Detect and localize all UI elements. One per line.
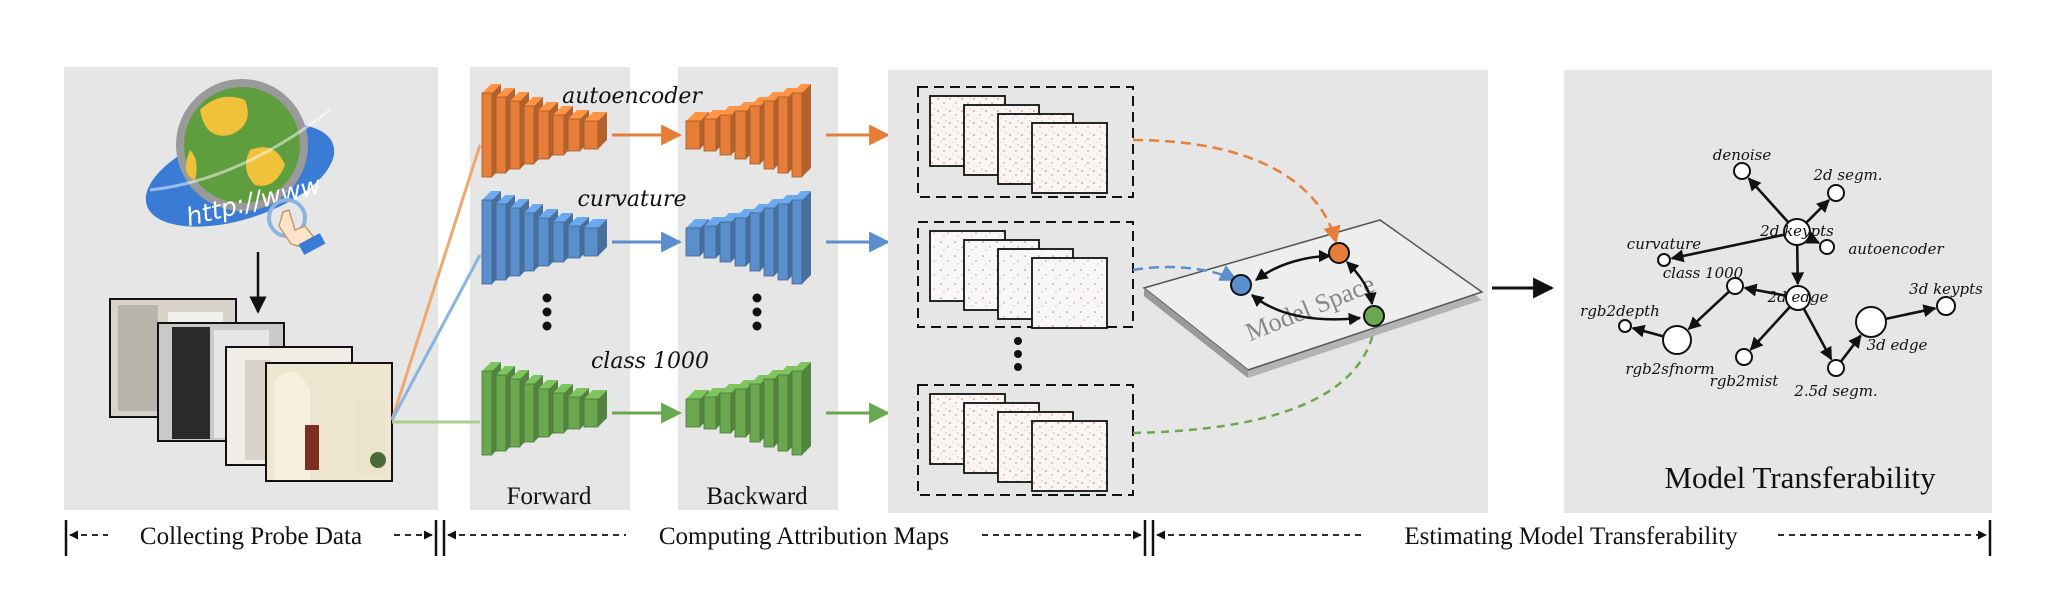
task-label-autoencoder: autoencoder [562, 84, 703, 109]
graph-node [1785, 285, 1811, 311]
transfer-edge [1687, 290, 1731, 331]
decoder-curvature [685, 191, 811, 285]
transferability-graph: denoise 2d segm. 2d keypts curvature autoenc… [1580, 146, 1983, 400]
stage-label-probe: Collecting Probe Data [140, 523, 362, 550]
graph-node [1733, 162, 1751, 180]
decoder-autoencoder [685, 84, 811, 178]
transfer-edge [1670, 233, 1785, 263]
vertical-ellipsis [752, 293, 762, 331]
relation-arrow [1346, 261, 1377, 306]
stage-label-attribution: Computing Attribution Maps [659, 523, 949, 550]
attribution-map-group [917, 86, 1134, 198]
graph-node-label: denoise [1713, 146, 1772, 164]
networks [481, 84, 811, 456]
graph-node [1735, 348, 1753, 366]
encoder-autoencoder [481, 84, 607, 178]
graph-node-label: 3d keypts [1909, 280, 1983, 298]
attribution-map-group [917, 221, 1134, 329]
stage-label-transferability: Estimating Model Transferability [1404, 523, 1738, 550]
relation-arrow [1254, 249, 1332, 282]
graph-node-label: curvature [1627, 235, 1702, 253]
transfer-edge [1631, 324, 1664, 338]
graph-node-label: 2d segm. [1812, 166, 1882, 184]
stage-brackets: Collecting Probe Data Computing Attribut… [64, 520, 1992, 556]
model-node-blue [1230, 274, 1252, 296]
task-label-curvature: curvature [577, 187, 686, 212]
encoder-curvature [481, 191, 607, 285]
graph-node [1936, 296, 1956, 316]
probe-image-stack [109, 298, 393, 482]
graph-node-label: 3d edge [1867, 336, 1928, 354]
graph-node [1819, 239, 1835, 255]
pointing-hand-icon [267, 198, 326, 255]
input-line-blue [390, 254, 482, 421]
graph-node-label: 2d edge [1767, 288, 1829, 306]
graph-node-label: rgb2mist [1710, 372, 1780, 390]
graph-node [1726, 277, 1744, 295]
backward-label: Backward [706, 483, 808, 510]
forward-label: Forward [507, 483, 592, 510]
probe-panel: http://www [64, 67, 438, 510]
transfer-edge [1802, 307, 1833, 361]
transferability-title: Model Transferability [1664, 460, 1936, 495]
attribution-map [1031, 420, 1108, 492]
decoder-class1000 [685, 362, 811, 456]
transfer-edge [1805, 231, 1821, 245]
globe-www-icon: http://www [145, 79, 335, 255]
graph-node [1618, 319, 1632, 333]
vertical-ellipsis [1014, 337, 1022, 371]
graph-node-label: autoencoder [1848, 240, 1944, 258]
dashed-link-blue [1132, 265, 1238, 282]
graph-node [1855, 306, 1887, 338]
transferability-panel [1564, 70, 1992, 513]
probe-image [265, 362, 393, 482]
model-node-orange [1328, 242, 1350, 264]
graph-node-label: rgb2depth [1580, 302, 1660, 320]
graph-node-label: class 1000 [1663, 264, 1744, 282]
transfer-edge [1791, 244, 1805, 286]
encoder-class1000 [481, 362, 607, 456]
graph-node [1827, 359, 1845, 377]
transfer-edge [1747, 177, 1790, 224]
transfer-edge [1749, 305, 1791, 351]
attribution-map [1031, 122, 1108, 194]
attribution-map-group [917, 384, 1134, 496]
graph-node [1827, 184, 1845, 202]
graph-node-label: 2.5d segm. [1793, 382, 1877, 400]
transfer-edge [1839, 334, 1862, 363]
transfer-edge [1805, 199, 1830, 224]
graph-node [1657, 253, 1671, 267]
vertical-ellipsis [542, 293, 552, 331]
transfer-edge [1885, 304, 1937, 321]
attribution-maps [917, 86, 1134, 496]
task-label-class1000: class 1000 [591, 349, 709, 374]
graph-node [1662, 325, 1692, 355]
transfer-edge [1743, 283, 1787, 298]
model-node-green [1363, 305, 1385, 327]
graph-node-label: rgb2sfnorm [1625, 360, 1714, 378]
attribution-map [1031, 257, 1108, 329]
graph-node [1783, 218, 1811, 246]
relation-arrow [1251, 294, 1362, 326]
dashed-link-green [1132, 329, 1376, 435]
graph-node-label: 2d keypts [1759, 222, 1834, 240]
input-line-orange [390, 144, 482, 421]
